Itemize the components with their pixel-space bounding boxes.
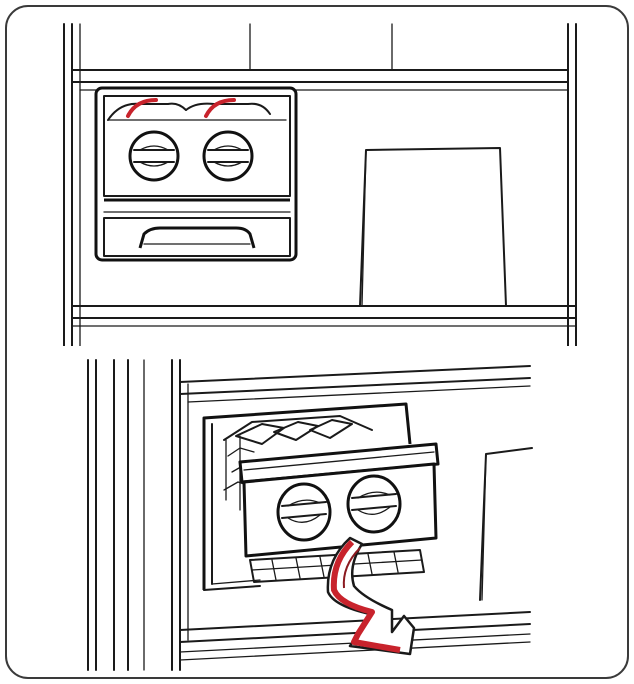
adjust-knob-right-pulled xyxy=(346,474,402,534)
rear-panel xyxy=(359,147,507,307)
ice-maker-housing xyxy=(202,402,412,591)
pull-direction-arrow xyxy=(326,536,416,656)
adjust-knob-left xyxy=(128,130,180,182)
bottom-panel xyxy=(87,359,533,671)
adjust-knob-right xyxy=(202,130,254,182)
rotate-indicator-left xyxy=(126,98,158,118)
rotate-indicator-right xyxy=(204,98,236,118)
adjust-knob-left-pulled xyxy=(276,482,332,542)
ice-maker-front xyxy=(94,86,298,262)
top-panel xyxy=(63,23,577,347)
ice-maker-front-pulled xyxy=(238,442,440,558)
